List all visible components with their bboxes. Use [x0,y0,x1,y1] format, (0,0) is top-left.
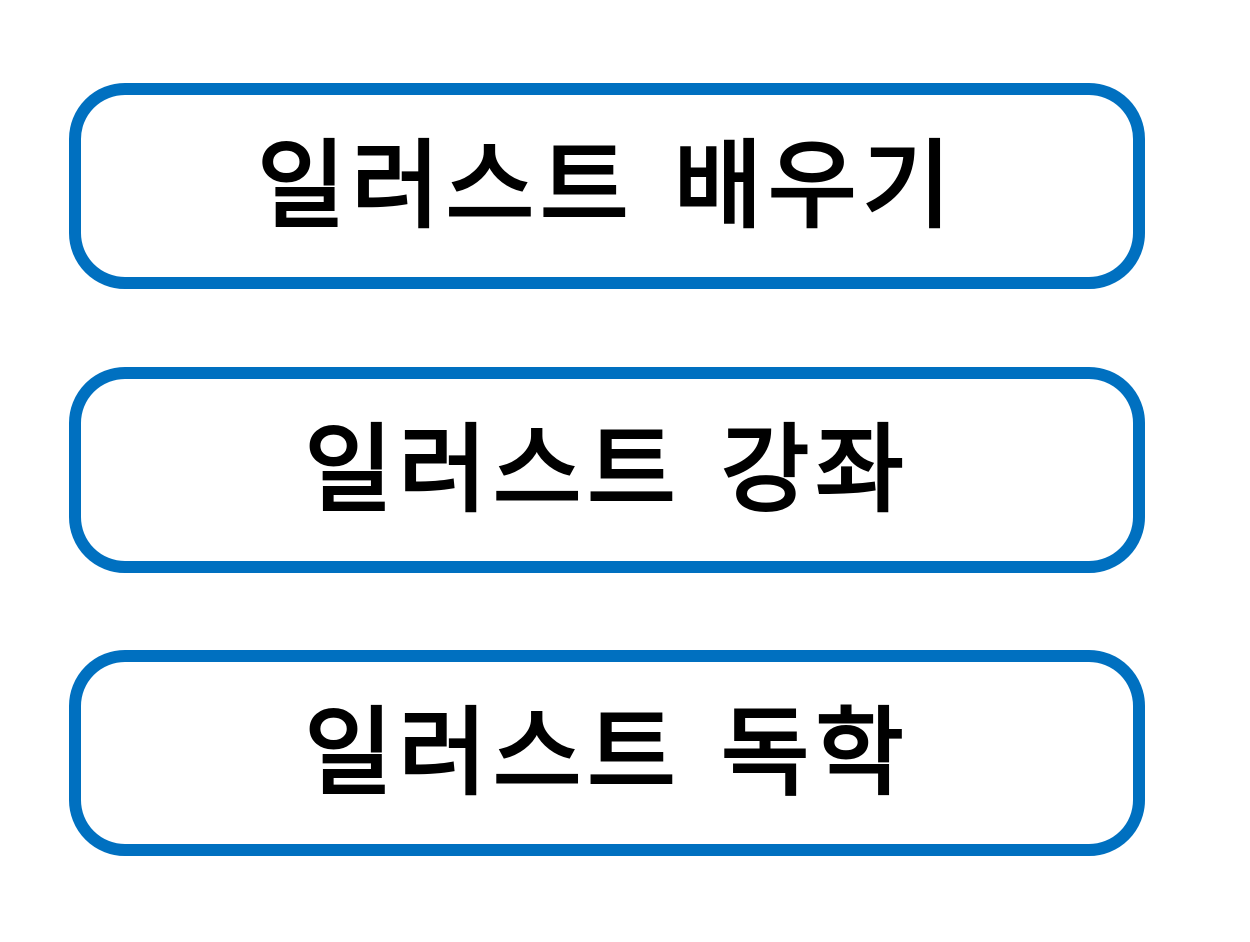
option-box-self-study[interactable]: 일러스트 독학 [69,650,1145,856]
option-box-learn[interactable]: 일러스트 배우기 [69,83,1145,289]
option-label: 일러스트 강좌 [304,414,910,526]
option-label: 일러스트 배우기 [257,130,957,242]
option-label: 일러스트 독학 [304,697,910,809]
option-box-course[interactable]: 일러스트 강좌 [69,367,1145,573]
